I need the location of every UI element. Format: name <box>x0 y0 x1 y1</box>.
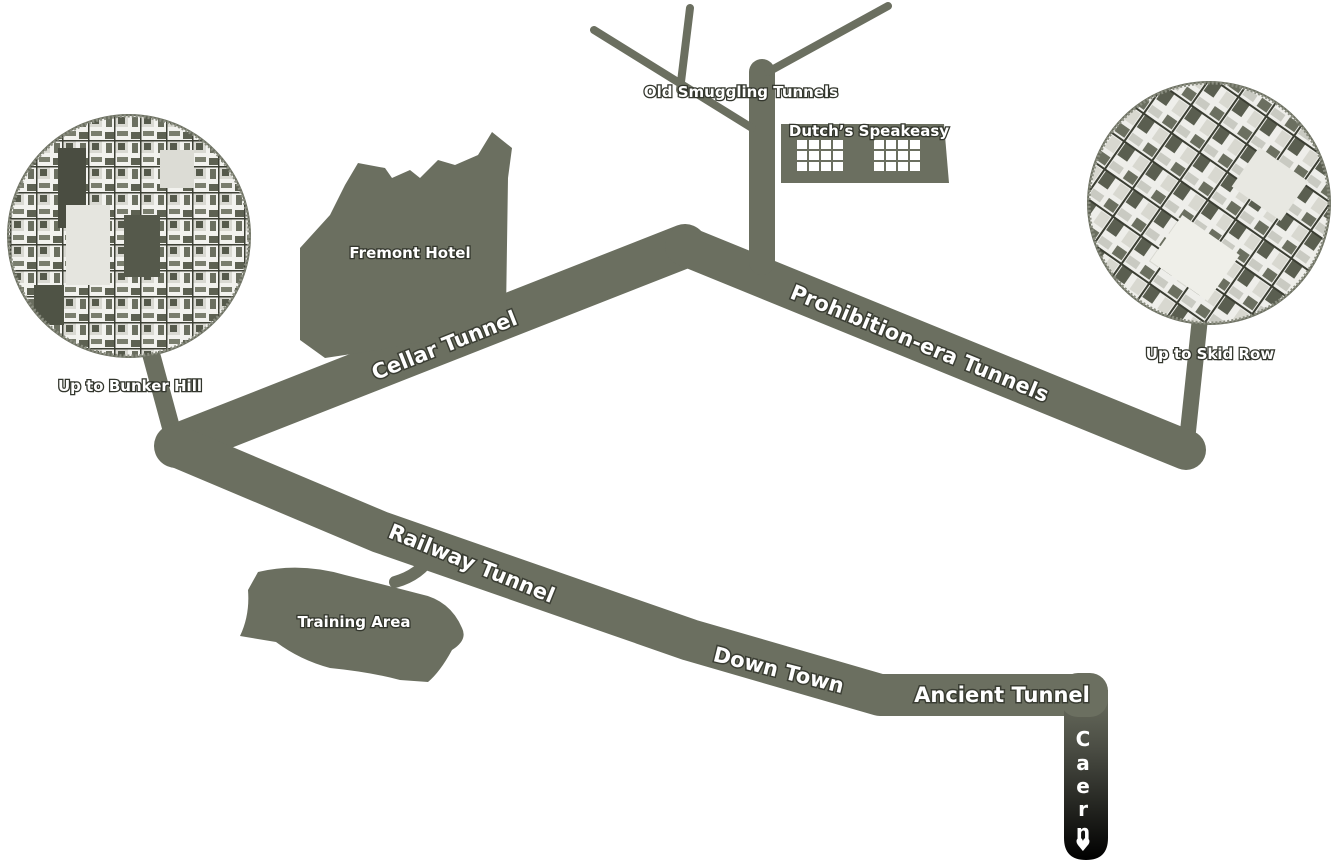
skid-row-label[interactable]: Up to Skid Row <box>1144 344 1275 365</box>
caern-label: C a e r n ♥ <box>1075 727 1091 856</box>
old-smuggling-tunnels-label: Old Smuggling Tunnels <box>644 83 838 101</box>
smuggling-branch-right <box>764 2 892 76</box>
aerial-city-icon <box>7 114 251 358</box>
dutchs-speakeasy-building[interactable] <box>781 124 949 183</box>
prohibition-tunnel-label: Prohibition-era Tunnels <box>787 280 1052 407</box>
aerial-city-icon <box>1087 81 1331 325</box>
bunker-hill-map[interactable] <box>0 110 260 370</box>
tunnel-network <box>141 2 1208 716</box>
dutchs-speakeasy-label: Dutch’s Speakeasy <box>789 122 949 140</box>
fremont-hotel-label: Fremont Hotel <box>349 244 470 262</box>
heart-icon: ♥ <box>1075 835 1091 856</box>
skid-row-map[interactable] <box>1080 75 1335 335</box>
caern-letter: a <box>1076 751 1090 775</box>
prohibition-tunnel <box>665 226 1206 470</box>
training-area-shape[interactable] <box>240 567 464 682</box>
caern-letter: C <box>1076 727 1091 751</box>
fremont-hotel-building[interactable] <box>300 132 512 358</box>
ancient-tunnel-label: Ancient Tunnel <box>914 683 1090 707</box>
caern-shaft[interactable] <box>1064 690 1108 860</box>
caern-letter: r <box>1078 797 1088 821</box>
bunker-hill-label[interactable]: Up to Bunker Hill <box>57 376 204 397</box>
skid-row-connector <box>1178 310 1208 458</box>
cellar-tunnel <box>154 224 707 468</box>
smuggling-branch-left <box>590 26 756 132</box>
railway-tunnel <box>155 425 1107 716</box>
training-area-label: Training Area <box>297 613 410 631</box>
training-connector <box>389 549 438 588</box>
caern-letter: e <box>1076 774 1090 798</box>
smuggling-branch-mid <box>676 4 694 94</box>
caern-letter: n <box>1076 820 1090 844</box>
